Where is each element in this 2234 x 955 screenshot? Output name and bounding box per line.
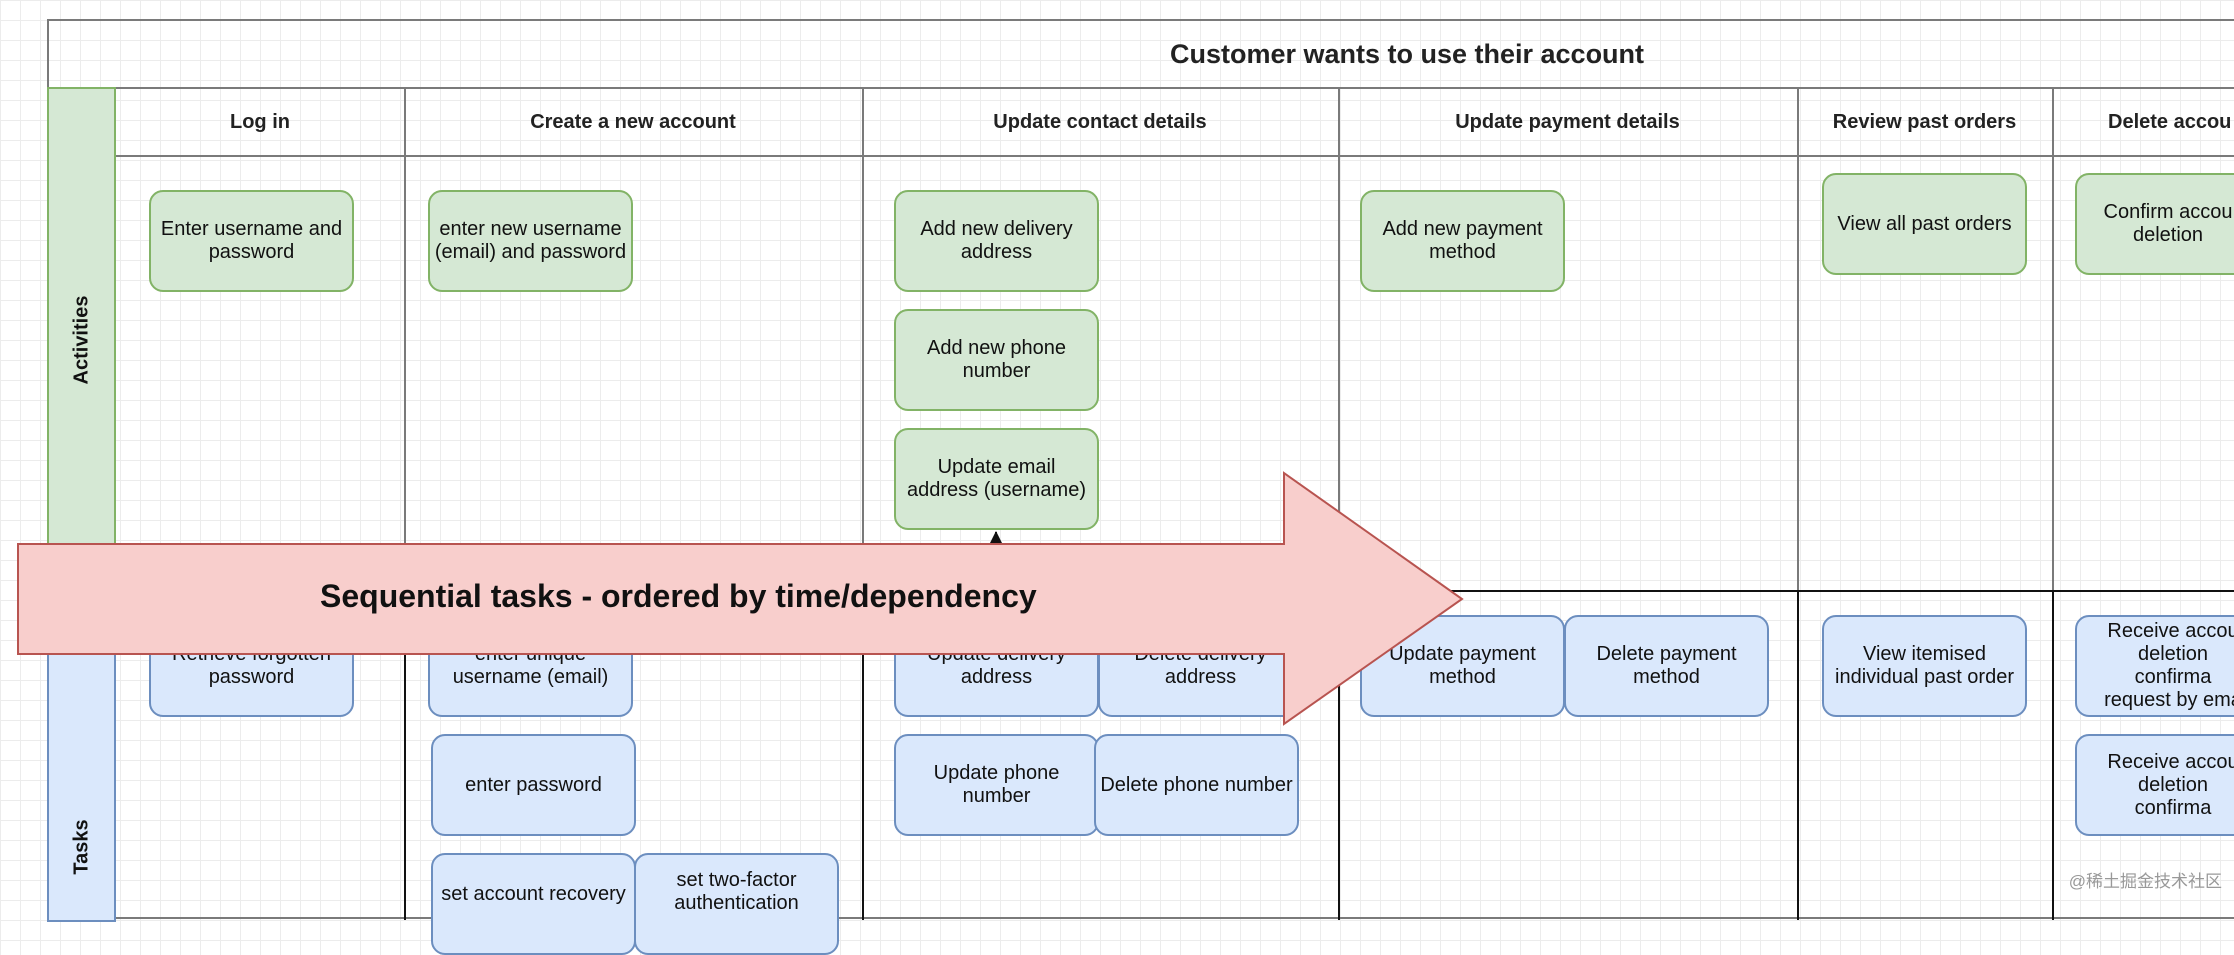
title-divider — [47, 87, 2234, 89]
col-sep-3-tasks — [1338, 590, 1340, 920]
column-header-log-in: Log in — [230, 110, 290, 133]
activity-card[interactable]: Confirm accou deletion — [2075, 173, 2234, 275]
activity-card[interactable]: View all past orders — [1822, 173, 2027, 275]
task-card[interactable]: Delete payment method — [1564, 615, 1769, 717]
banner-text: Sequential tasks - ordered by time/depen… — [320, 578, 1037, 614]
column-header-review-orders: Review past orders — [1832, 110, 2017, 133]
column-header-update-contact: Update contact details — [993, 110, 1207, 133]
activity-card[interactable]: Enter username and password — [149, 190, 354, 292]
task-card[interactable]: Receive accou deletion confirma — [2075, 734, 2234, 836]
col-sep-5 — [2052, 87, 2054, 917]
activity-card[interactable]: Update email address (username) — [894, 428, 1099, 530]
activity-card[interactable]: enter new username (email) and password — [428, 190, 633, 292]
watermark: @稀土掘金技术社区 — [2068, 872, 2222, 891]
col-sep-3 — [1338, 87, 1340, 917]
col-sep-5-tasks — [2052, 590, 2054, 920]
task-card[interactable]: enter password — [431, 734, 636, 836]
column-header-create-account: Create a new account — [530, 110, 736, 133]
col-sep-1-tasks — [404, 590, 406, 920]
task-card[interactable]: View itemised individual past order — [1822, 615, 2027, 717]
activities-lane-bar: Activities — [47, 87, 116, 592]
column-header-delete-account: Delete accou — [2108, 110, 2232, 133]
task-card[interactable]: Update phone number — [894, 734, 1099, 836]
col-sep-1 — [404, 87, 406, 917]
task-card[interactable]: Delete phone number — [1094, 734, 1299, 836]
diagram-title: Customer wants to use their account — [1169, 38, 1645, 69]
swimlane-diagram: Customer wants to use their account Acti… — [17, 19, 2234, 955]
column-header-update-payment: Update payment details — [1455, 110, 1680, 133]
col-sep-2-tasks — [862, 590, 864, 920]
col-sep-4 — [1797, 87, 1799, 917]
activity-card[interactable]: Add new phone number — [894, 309, 1099, 411]
activity-card[interactable]: Add new delivery address — [894, 190, 1099, 292]
col-sep-4-tasks — [1797, 590, 1799, 920]
sequence-banner-arrow — [17, 471, 1464, 726]
task-card[interactable]: Receive accou deletion confirma request … — [2075, 615, 2234, 717]
col-sep-2 — [862, 87, 864, 917]
activity-card[interactable]: Add new payment method — [1360, 190, 1565, 292]
header-divider — [116, 155, 2234, 157]
